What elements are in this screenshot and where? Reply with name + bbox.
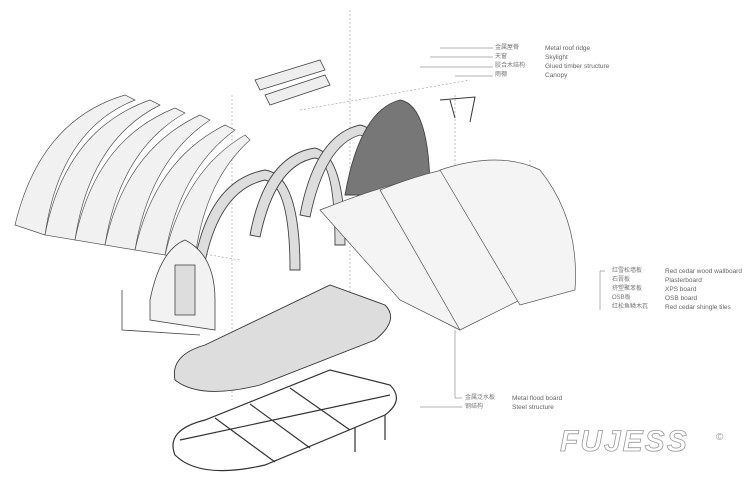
label-flood-board: Metal flood board	[512, 395, 563, 402]
floor-platform	[173, 284, 392, 392]
steel-structure	[172, 369, 397, 472]
label-plasterboard: Plasterboard	[665, 277, 702, 284]
label-osb: OSB board	[665, 295, 698, 302]
skin-arches-left	[14, 94, 251, 259]
brand-logo: FUJESS	[560, 425, 689, 459]
glued-timber-arches	[194, 99, 431, 271]
label-skylight: Skylight	[545, 54, 568, 61]
label-canopy: Canopy	[545, 72, 568, 79]
canopy	[439, 96, 476, 123]
label-xps: XPS board	[665, 286, 697, 293]
copyright-mark: ©	[716, 432, 724, 443]
label-zh-glued-timber: 胶合木结构	[495, 63, 526, 69]
label-zh-metal-roof-ridge: 金属屋脊	[495, 45, 520, 51]
label-zh-canopy: 雨棚	[495, 72, 508, 78]
label-metal-roof-ridge: Metal roof ridge	[545, 45, 591, 52]
label-zh-wallboard: 红雪松墙板	[612, 268, 643, 274]
label-zh-osb: OSB板	[612, 295, 631, 301]
label-shingles: Red cedar shingle tiles	[665, 304, 731, 311]
label-steel: Steel structure	[512, 404, 554, 411]
label-wallboard: Red cedar wood wallboard	[665, 268, 742, 275]
skin-arches-right	[319, 159, 576, 331]
label-zh-xps: 挤塑聚苯板	[612, 286, 643, 292]
label-zh-flood-board: 金属泛水板	[465, 395, 496, 401]
label-zh-shingles: 红松鱼鳞木瓦	[612, 304, 649, 310]
label-glued-timber: Glued timber structure	[545, 63, 610, 70]
entrance-module	[121, 239, 216, 336]
label-zh-skylight: 天窗	[495, 54, 508, 60]
leader-lines	[420, 47, 605, 408]
label-zh-plasterboard: 石膏板	[612, 277, 631, 283]
skylight-and-ridge	[254, 59, 331, 106]
label-zh-steel: 钢结构	[465, 404, 484, 410]
